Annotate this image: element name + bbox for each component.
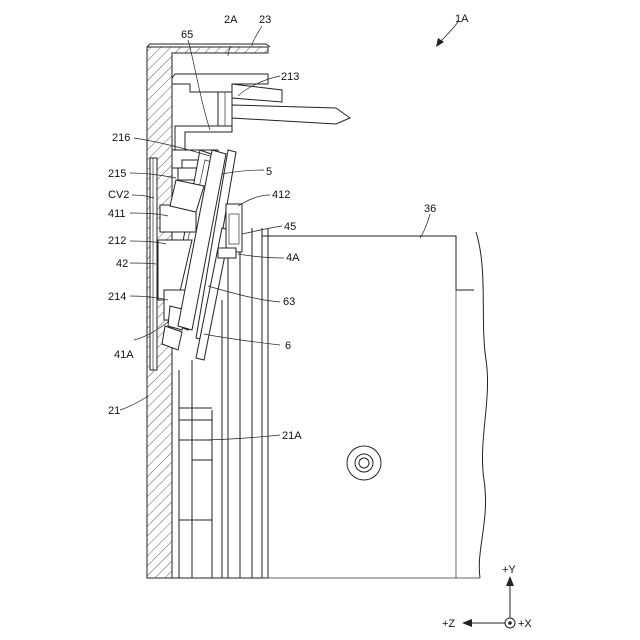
- label-5: 5: [266, 166, 272, 178]
- label-36: 36: [424, 203, 436, 215]
- label-212: 212: [108, 235, 126, 247]
- axis-plus-x-label: +X: [518, 618, 532, 630]
- label-412: 412: [272, 189, 290, 201]
- chassis-36: [262, 232, 488, 578]
- label-215: 215: [108, 168, 126, 180]
- label-41A: 41A: [114, 349, 134, 361]
- label-65: 65: [181, 29, 193, 41]
- label-4A: 4A: [286, 252, 300, 264]
- axis-plus-z-label: +Z: [442, 618, 455, 630]
- label-213: 213: [281, 71, 299, 83]
- axis-indicator: +Y +Z +X: [442, 564, 532, 630]
- label-63: 63: [283, 296, 295, 308]
- label-214: 214: [108, 291, 126, 303]
- label-411: 411: [108, 208, 126, 220]
- label-42: 42: [116, 258, 128, 270]
- label-6: 6: [285, 340, 291, 352]
- label-2A: 2A: [224, 14, 238, 26]
- label-21: 21: [108, 405, 120, 417]
- label-CV2: CV2: [108, 189, 129, 201]
- label-23: 23: [259, 14, 271, 26]
- label-1A: 1A: [455, 13, 469, 25]
- axis-plus-y-label: +Y: [502, 564, 516, 576]
- label-45: 45: [284, 221, 296, 233]
- label-216: 216: [112, 132, 130, 144]
- label-21A: 21A: [282, 430, 302, 442]
